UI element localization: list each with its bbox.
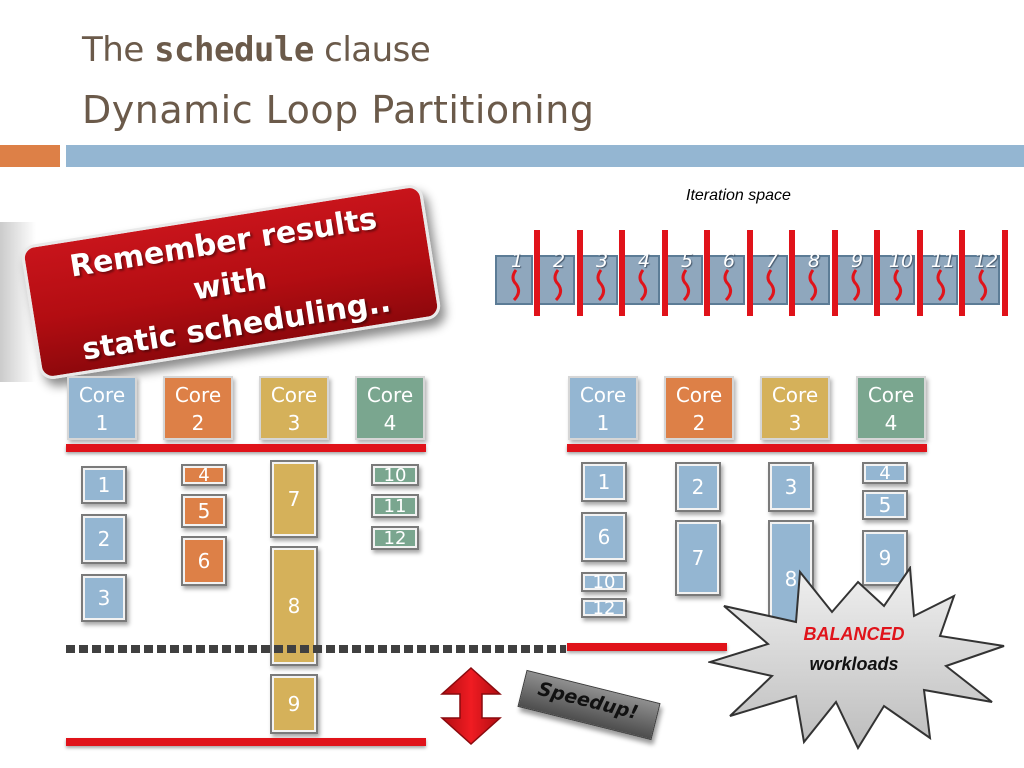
static-iteration-block: 2: [81, 514, 127, 564]
title-prefix: The: [82, 30, 144, 70]
dynamic-iteration-block: 4: [862, 462, 908, 484]
dynamic-iteration-block: 6: [581, 512, 627, 562]
callout-balanced: BALANCED: [803, 624, 905, 644]
static-iteration-block: 6: [181, 536, 227, 586]
iteration-number: 4: [637, 250, 651, 272]
speedup-arrow-icon: [440, 666, 502, 746]
iteration-number: 10: [888, 250, 914, 272]
dynamic-iteration-block: 1: [581, 462, 627, 502]
iteration-space-label: Iteration space: [686, 187, 791, 204]
dynamic-iteration-block: 3: [768, 462, 814, 512]
iteration-number: 9: [850, 250, 864, 272]
iteration-number: 3: [595, 250, 609, 272]
iteration-separators: [534, 230, 1008, 316]
dynamic-finish-dotted-line: [66, 645, 566, 653]
static-start-line: [66, 444, 426, 452]
dynamic-iteration-block: 10: [581, 572, 627, 593]
callout-workloads: workloads: [809, 654, 899, 674]
iteration-number: 7: [765, 250, 779, 272]
iteration-number: 11: [930, 250, 956, 272]
static-finish-line: [66, 738, 426, 746]
dynamic-iteration-block: 12: [581, 598, 627, 619]
slide-title-line1: The schedule clause: [82, 30, 431, 70]
static-iteration-block: 11: [371, 494, 419, 518]
iteration-squiggles: [511, 269, 988, 302]
static-iteration-block: 1: [81, 466, 127, 504]
static-iteration-block: 9: [270, 674, 318, 734]
dynamic-iteration-block: 7: [675, 520, 721, 596]
title-accent-bar-orange: [0, 145, 60, 167]
static-iteration-block: 4: [181, 464, 227, 486]
iteration-number: 2: [552, 250, 566, 272]
title-suffix: clause: [324, 30, 431, 70]
iteration-number: 1: [510, 250, 524, 272]
static-iteration-block: 3: [81, 574, 127, 622]
iteration-number: 8: [807, 250, 821, 272]
iteration-number: 5: [680, 250, 694, 272]
dynamic-iteration-block: 9: [862, 530, 908, 586]
balanced-starburst: [708, 566, 1005, 751]
static-iteration-block: 12: [371, 526, 419, 550]
title-accent-bar-blue: [66, 145, 1024, 167]
dynamic-iteration-block: 2: [675, 462, 721, 512]
static-iteration-block: 5: [181, 494, 227, 528]
dynamic-start-line: [567, 444, 927, 452]
static-iteration-block: 10: [371, 464, 419, 486]
title-code-keyword: schedule: [154, 30, 314, 70]
iteration-number: 12: [973, 250, 999, 272]
static-iteration-block: 7: [270, 460, 318, 538]
dynamic-finish-line: [567, 643, 727, 651]
iteration-number: 6: [722, 250, 736, 272]
dynamic-iteration-block: 5: [862, 490, 908, 520]
slide-title-line2: Dynamic Loop Partitioning: [82, 88, 595, 132]
